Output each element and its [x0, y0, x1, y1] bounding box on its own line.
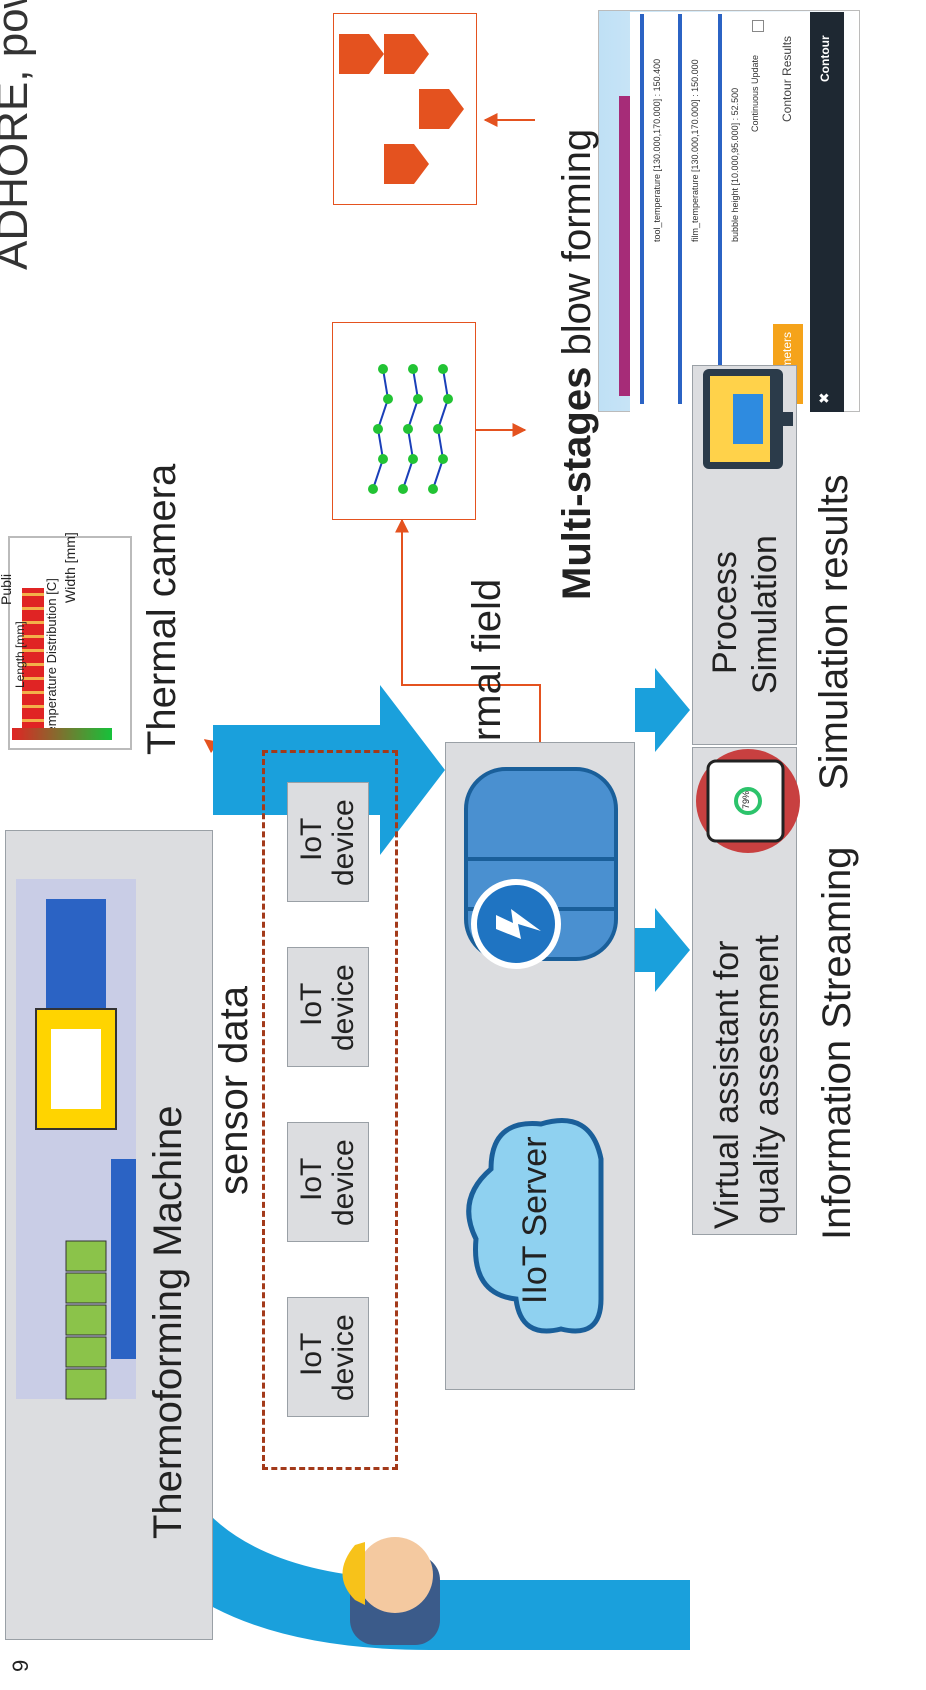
sensor-data-label: sensor data — [212, 985, 256, 1195]
database-icon — [464, 767, 618, 969]
multistages-label: Multi-stages blow forming — [555, 129, 600, 600]
heatmap-footer: Publi — [0, 573, 14, 605]
virtual-assistant-box: 79% Virtual assistant for quality assess… — [692, 747, 800, 1235]
factory-monitor-icon — [703, 369, 793, 469]
heatmap-title: Temperature Distribution [C] — [44, 578, 59, 740]
iot-device-4-line2: device — [327, 1314, 360, 1401]
iiot-server-box: IIoT Server — [445, 742, 635, 1390]
information-streaming-label: Information Streaming — [815, 846, 859, 1240]
iot-device-2-line2: device — [327, 964, 360, 1051]
iot-device-2-line1: IoT — [295, 982, 328, 1026]
process-sim-line2: Simulation — [746, 535, 784, 694]
simulation-results-label: Simulation results — [812, 474, 856, 790]
heatmap-xlabel: Length [mm] — [13, 621, 27, 688]
machine-icon — [16, 879, 136, 1400]
page-number: 9 — [8, 1659, 33, 1672]
slider1-track[interactable] — [718, 14, 722, 404]
contour-panel-header: Contour ✖ — [810, 12, 844, 412]
worker-icon — [342, 1537, 440, 1645]
process-sim-line1: Process — [706, 551, 744, 674]
gauge-text: 79% — [741, 790, 751, 809]
heatmap-ylabel: Width [mm] — [62, 532, 78, 603]
iot-device-4-line1: IoT — [295, 1332, 328, 1376]
virtual-assistant-line2: quality assessment — [748, 934, 786, 1224]
tab-contour-results[interactable]: Contour Results — [780, 35, 794, 122]
blue-arrow-to-assistant — [635, 908, 690, 992]
contour-panel-body: Contour Results Parameters Continuous Up… — [630, 12, 810, 412]
slider3-label: tool_temperature [130.000,170.000] : 150… — [652, 58, 662, 242]
slider1-label: bubble height [10.000,95.000] : 52.500 — [730, 87, 740, 242]
iiot-server-label: IIoT Server — [516, 1136, 554, 1304]
iot-device-1-line2: device — [327, 799, 360, 886]
heatmap-colorbar — [12, 728, 112, 740]
multistages-rest: blow forming — [555, 128, 599, 367]
blue-arrow-sensor-data — [213, 685, 445, 855]
contour-header-text: Contour — [818, 35, 832, 82]
close-icon[interactable]: ✖ — [816, 392, 832, 404]
virtual-assistant-line1: Virtual assistant for — [708, 940, 746, 1229]
machine-label: Thermoforming Machine — [146, 1105, 190, 1540]
continuous-update-label: Continuous Update — [750, 54, 760, 132]
continuous-update-checkbox[interactable] — [752, 20, 764, 32]
slide-title: ADHORE, powered by visualDOC — [0, 0, 38, 270]
multistages-bold: Multi-stages — [555, 366, 599, 600]
thermoforming-machine-box: Thermoforming Machine — [5, 830, 213, 1640]
slider2-track[interactable] — [678, 14, 682, 404]
iot-device-3-line2: device — [327, 1139, 360, 1226]
blue-arrow-to-process-sim — [635, 668, 690, 752]
iot-devices-group: IoT device IoT device IoT device IoT dev… — [262, 750, 398, 1470]
multistage-icon — [339, 34, 464, 184]
lattice-box — [332, 322, 476, 520]
thermal-heatmap-card: Width [mm] Temperature Distribution [C] … — [8, 532, 132, 750]
dashboard-phone-icon — [696, 749, 800, 853]
thermal-camera-label: Thermal camera — [140, 463, 184, 755]
iot-device-1: IoT device — [287, 782, 369, 902]
cloud-icon — [466, 1118, 604, 1334]
lattice-mesh-icon — [368, 364, 453, 494]
iot-device-3: IoT device — [287, 1122, 369, 1242]
iot-device-1-line1: IoT — [295, 817, 328, 861]
iot-device-4: IoT device — [287, 1297, 369, 1417]
slider2-label: film_temperature [130.000,170.000] : 150… — [690, 59, 700, 242]
process-simulation-box: Process Simulation — [692, 365, 797, 745]
iot-device-2: IoT device — [287, 947, 369, 1067]
multistage-icon-box — [333, 13, 477, 205]
iot-device-3-line1: IoT — [295, 1157, 328, 1201]
slider3-track[interactable] — [640, 14, 644, 404]
